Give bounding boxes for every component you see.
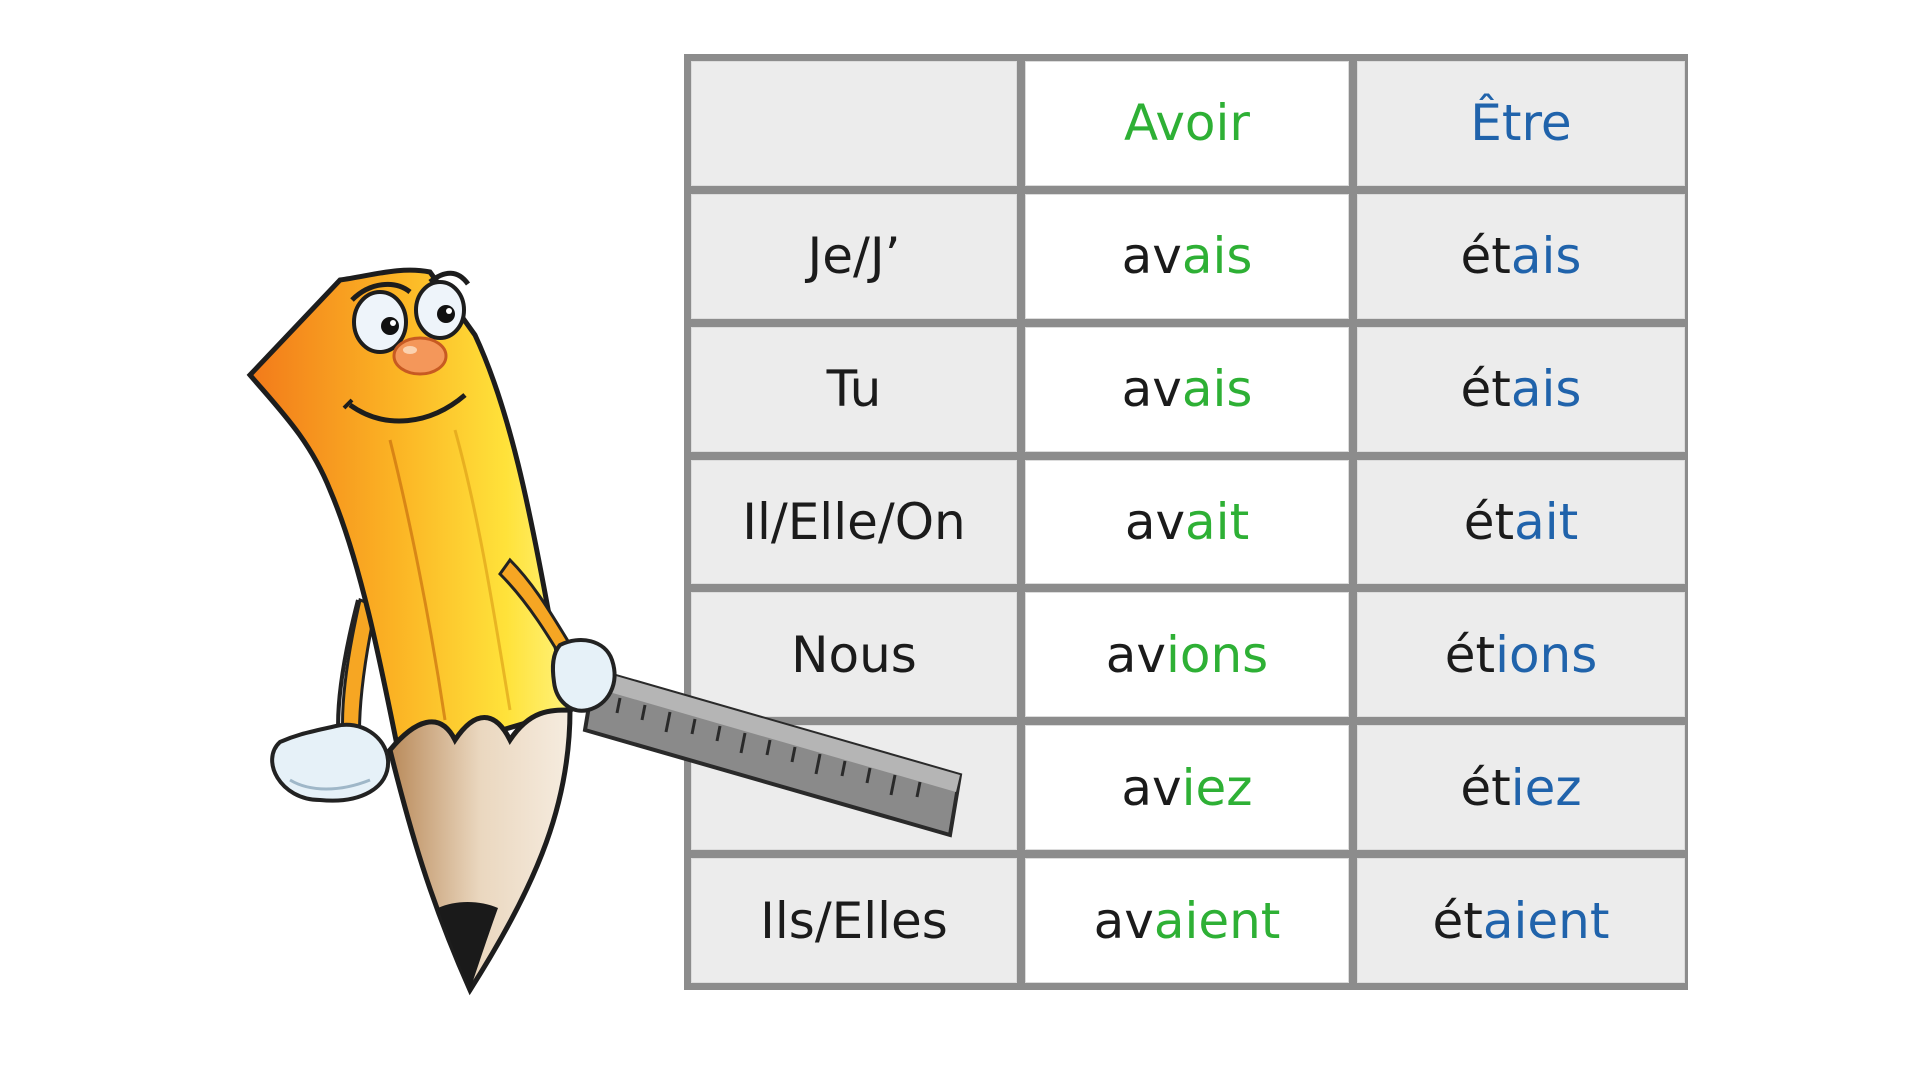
pronoun-cell: Ils/Elles [691, 858, 1017, 983]
verb-ending: ions [1495, 625, 1598, 684]
ruler-icon [582, 667, 963, 838]
pronoun-cell: Je/J’ [691, 193, 1017, 319]
nose [392, 336, 448, 376]
verb-stem: ét [1463, 492, 1515, 551]
pronoun-cell: Nous [691, 592, 1017, 718]
verb-stem: av [1105, 625, 1166, 684]
smile [348, 393, 467, 424]
glove-front [550, 638, 617, 713]
verb-stem: ét [1432, 891, 1483, 950]
verb-stem: ét [1444, 625, 1496, 684]
verb-stem: ét [1460, 758, 1511, 817]
verb-ending: ait [1514, 492, 1579, 551]
verb-ending: aient [1153, 891, 1281, 950]
pencil-face [342, 270, 471, 424]
verb-ending: iez [1510, 758, 1582, 817]
pronoun-cell: Tu [691, 326, 1017, 452]
verb-stem: av [1124, 492, 1186, 551]
verb-stem: av [1121, 360, 1182, 419]
verb-ending: ais [1510, 360, 1582, 419]
verb-ending: ais [1181, 360, 1253, 419]
verb-stem: ét [1460, 227, 1511, 286]
header-corner-cell [691, 61, 1017, 186]
glove-back [270, 722, 391, 803]
verb-stem: av [1093, 891, 1154, 950]
verb-ending: ais [1510, 227, 1582, 286]
pronoun-cell: Il/Elle/On [691, 459, 1017, 585]
verb-ending: ions [1166, 625, 1269, 684]
verb-stem: ét [1460, 360, 1511, 419]
verb-ending: ait [1185, 492, 1250, 551]
verb-stem: av [1121, 758, 1182, 817]
pencil-tip [387, 707, 573, 996]
pencil-character-with-ruler-icon [246, 267, 963, 996]
verb-ending: iez [1181, 758, 1253, 817]
eye-left [352, 290, 408, 354]
pencil-graphite [438, 902, 498, 990]
verb-stem: av [1121, 227, 1182, 286]
header-avoir: Avoir [1025, 61, 1349, 186]
verb-ending: aient [1482, 891, 1610, 950]
header-etre: Être [1357, 61, 1685, 186]
verb-ending: ais [1181, 227, 1253, 286]
